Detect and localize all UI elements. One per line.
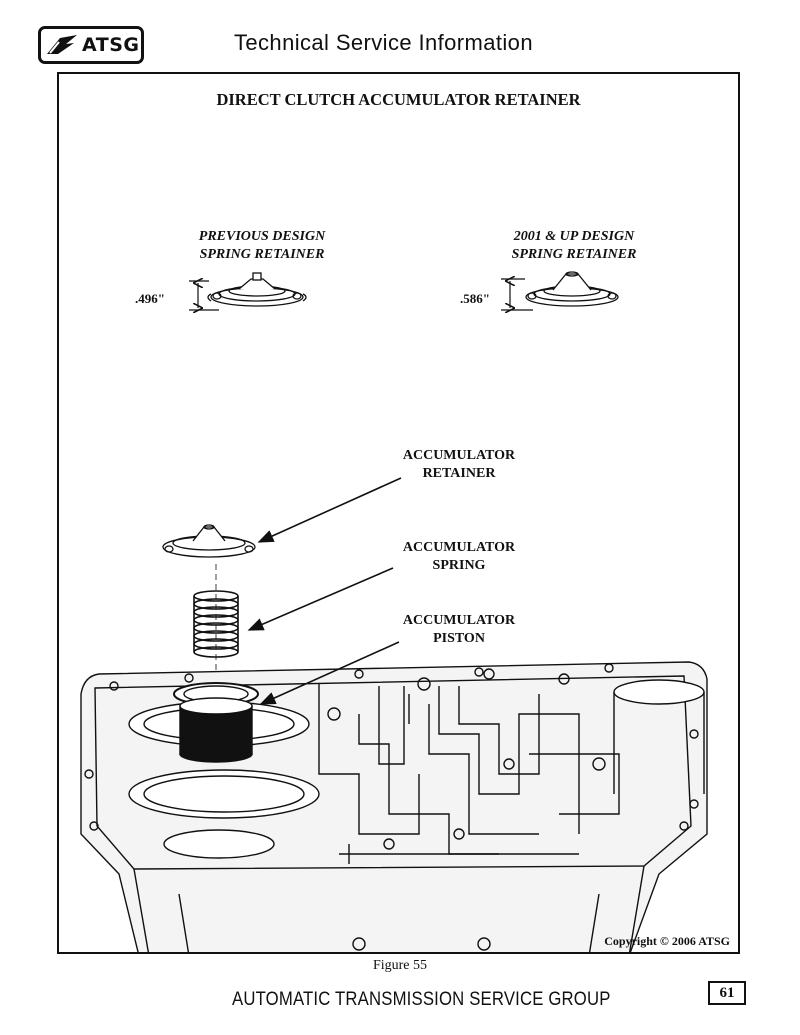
copyright-notice: Copyright © 2006 ATSG: [604, 934, 730, 948]
piston-callout-label: ACCUMULATOR PISTON: [379, 612, 539, 648]
retainer-label-line-1: ACCUMULATOR: [402, 448, 516, 463]
footer-company: AUTOMATIC TRANSMISSION SERVICE GROUP: [232, 989, 611, 1010]
accumulator-retainer-drawing: [162, 524, 256, 558]
previous-height-dimension: .496": [135, 291, 165, 306]
figure-title: DIRECT CLUTCH ACCUMULATOR RETAINER: [216, 90, 581, 109]
retainer-callout-label: ACCUMULATOR RETAINER: [379, 447, 539, 483]
previous-retainer-drawing: [207, 272, 307, 307]
atsg-logo-icon: [47, 35, 77, 54]
page-title: Technical Service Information: [234, 30, 533, 55]
new-height-dimension: .586": [460, 291, 490, 306]
callout-arrows: [247, 477, 402, 705]
previous-design-line-2: SPRING RETAINER: [199, 247, 325, 262]
figure-caption: Figure 55: [372, 958, 428, 973]
technical-drawing: [80, 271, 708, 952]
new-retainer-drawing: [525, 271, 619, 307]
new-design-line-2: SPRING RETAINER: [511, 247, 637, 262]
logo-text: ATSG: [82, 34, 140, 56]
spring-label-line-2: SPRING: [432, 558, 486, 573]
page-number: 61: [708, 981, 746, 1005]
atsg-logo: ATSG: [38, 26, 144, 64]
previous-design-label: PREVIOUS DESIGN SPRING RETAINER: [177, 228, 347, 264]
new-design-label: 2001 & UP DESIGN SPRING RETAINER: [489, 228, 659, 264]
piston-label-line-2: PISTON: [433, 631, 485, 646]
spring-callout-label: ACCUMULATOR SPRING: [379, 539, 539, 575]
new-height-dimension-lines: [501, 279, 533, 310]
new-design-line-1: 2001 & UP DESIGN: [513, 229, 635, 244]
figure-frame: DIRECT CLUTCH ACCUMULATOR RETAINER PREVI…: [57, 72, 740, 954]
arrow-icon: [259, 641, 400, 705]
arrow-icon: [257, 477, 402, 543]
piston-label-line-1: ACCUMULATOR: [402, 613, 516, 628]
previous-height-dimension-lines: [189, 281, 219, 310]
arrow-icon: [247, 567, 394, 631]
accumulator-spring-drawing: [193, 590, 239, 658]
previous-design-line-1: PREVIOUS DESIGN: [198, 229, 326, 244]
spring-label-line-1: ACCUMULATOR: [402, 540, 516, 555]
retainer-label-line-2: RETAINER: [422, 466, 496, 481]
valve-body-drawing: [80, 661, 708, 952]
